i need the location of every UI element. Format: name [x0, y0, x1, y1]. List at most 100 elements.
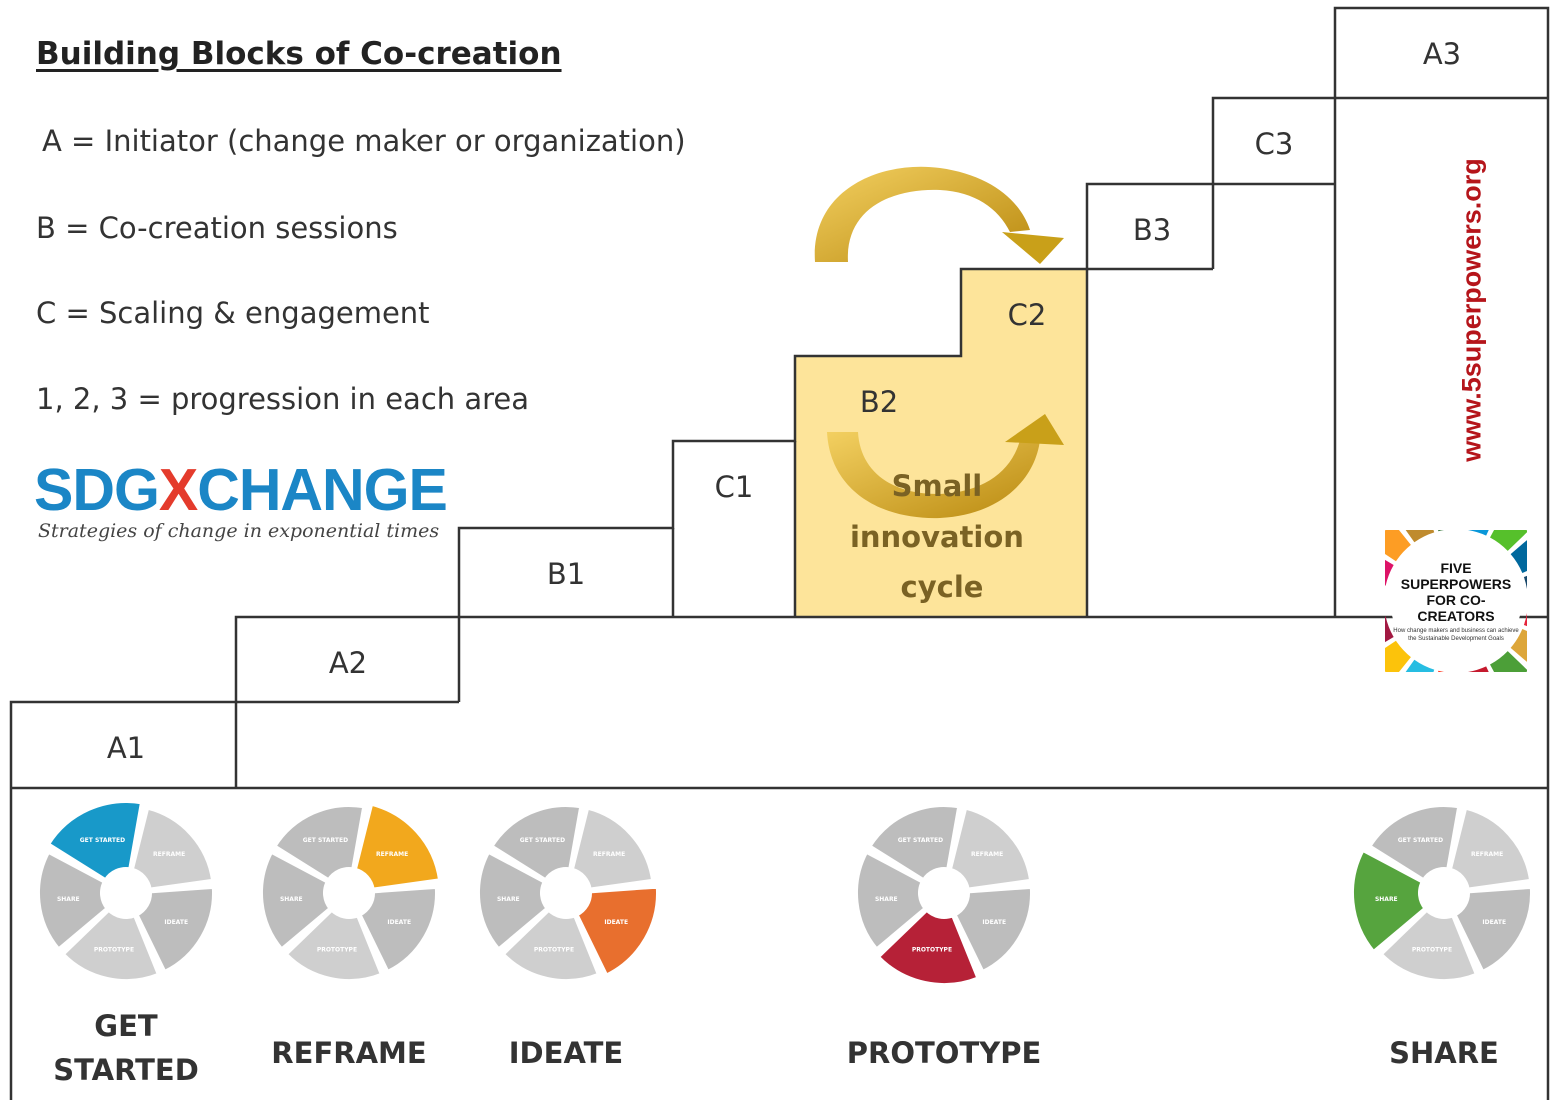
- brand-part1: SDG: [34, 457, 160, 523]
- book-title: FIVE SUPERPOWERS FOR CO-CREATORS: [1400, 560, 1512, 624]
- website-url: www.5superpowers.org: [1456, 158, 1487, 462]
- wheel-segment-label: PROTOTYPE: [534, 947, 574, 954]
- wheel-segment: [259, 848, 334, 953]
- wheel-segment-label: GET STARTED: [303, 837, 348, 844]
- wheel-segment-active: [1350, 847, 1429, 955]
- phase-label-ideate: IDEATE: [508, 1036, 624, 1070]
- phase-wheel: GET STARTED REFRAME IDEATE PROTOTYPE SHARE: [476, 803, 660, 983]
- wheel-segment: [356, 884, 439, 975]
- legend-b: B = Co-creation sessions: [36, 211, 398, 245]
- wheel-segment-label: GET STARTED: [898, 837, 943, 844]
- book-ring-segment: [1467, 530, 1489, 536]
- book-cover: [1356, 530, 1527, 672]
- wheel-segment-label: PROTOTYPE: [317, 947, 357, 954]
- book-cover-text: FIVE SUPERPOWERS FOR CO-CREATORS How cha…: [1393, 560, 1519, 643]
- book-ring-segment: [1405, 659, 1435, 672]
- legend-c: C = Scaling & engagement: [36, 296, 430, 330]
- wheel-segment-label: IDEATE: [604, 919, 628, 926]
- step-label-a1: A1: [107, 731, 145, 765]
- wheel-segment: [271, 803, 367, 884]
- wheel-segment-label: IDEATE: [982, 919, 1006, 926]
- phase-label-share: SHARE: [1389, 1036, 1499, 1070]
- book-subtitle: How change makers and business can achie…: [1393, 628, 1519, 642]
- wheel-segment-label: SHARE: [1375, 896, 1398, 903]
- wheel-segment-label: IDEATE: [1482, 919, 1506, 926]
- wheel-segment-label: GET STARTED: [520, 837, 565, 844]
- wheel-segment-label: REFRAME: [1471, 851, 1503, 858]
- wheel-segment-label: PROTOTYPE: [912, 947, 952, 954]
- brand-part2: CHANGE: [197, 457, 448, 523]
- phase-label-prototype: PROTOTYPE: [846, 1036, 1042, 1070]
- wheel-segment-label: GET STARTED: [1398, 837, 1443, 844]
- book-ring-segment: [1438, 670, 1445, 672]
- wheel-segment-label: PROTOTYPE: [1412, 947, 1452, 954]
- wheel-segment: [488, 803, 584, 884]
- wheel-segment: [499, 906, 602, 983]
- step-label-b3: B3: [1133, 213, 1171, 247]
- book-ring-segment: [1356, 586, 1385, 617]
- book-ring-segment: [1438, 530, 1445, 532]
- legend-progression: 1, 2, 3 = progression in each area: [36, 382, 530, 416]
- phase-wheels: GET STARTEDREFRAMEIDEATEPROTOTYPESHAREGE…: [36, 799, 1534, 987]
- wheel-segment: [129, 805, 216, 892]
- wheel-segment: [476, 848, 551, 953]
- cycle-arrow-top: [814, 166, 1064, 264]
- phase-label-get-started: GET STARTED: [53, 1009, 199, 1087]
- wheel-segment-label: SHARE: [497, 896, 520, 903]
- wheel-segment: [854, 848, 929, 953]
- wheel-segment-label: SHARE: [875, 896, 898, 903]
- wheel-segment-label: PROTOTYPE: [94, 947, 134, 954]
- step-label-a3: A3: [1423, 37, 1461, 71]
- wheel-segment: [947, 805, 1034, 892]
- book-ring-segment: [1490, 651, 1527, 672]
- phase-label-reframe: REFRAME: [271, 1036, 427, 1070]
- book-center: [1390, 541, 1522, 661]
- wheel-segment: [1377, 906, 1480, 983]
- wheel-segment-label: SHARE: [57, 896, 80, 903]
- wheel-segment-active: [352, 801, 443, 892]
- legend-a: A = Initiator (change maker or organizat…: [42, 124, 686, 158]
- book-ring-segment: [1490, 530, 1527, 551]
- innovation-highlight: [795, 269, 1087, 616]
- book-ring-segment: [1385, 530, 1411, 562]
- book-ring-segment: [1510, 629, 1527, 662]
- wheel-segment: [1451, 884, 1534, 975]
- step-label-a2: A2: [329, 646, 367, 680]
- book-ring-segment: [1467, 666, 1489, 672]
- wheel-segment: [569, 805, 656, 892]
- wheel-segment-active: [874, 906, 982, 987]
- wheel-segment-label: REFRAME: [971, 851, 1003, 858]
- wheel-segment-label: IDEATE: [387, 919, 411, 926]
- book-ring-segment: [1385, 640, 1411, 672]
- book-ring-segment: [1523, 575, 1527, 590]
- sdgxchange-logo: SDGXCHANGE Strategies of change in expon…: [34, 457, 448, 542]
- wheel-segment: [36, 848, 111, 953]
- cycle-arrow-bottom: [827, 414, 1064, 519]
- wheel-segment-label: SHARE: [280, 896, 303, 903]
- diagram-title: Building Blocks of Co-creation: [36, 36, 562, 72]
- wheel-segment: [282, 906, 385, 983]
- step-label-b2: B2: [860, 385, 898, 419]
- step-label-c1: C1: [715, 470, 754, 504]
- book-ring-segment: [1523, 612, 1527, 627]
- wheel-segment: [866, 803, 962, 884]
- book-ring-segment: [1385, 559, 1394, 586]
- phase-wheel: GET STARTED REFRAME IDEATE PROTOTYPE SHARE: [1350, 803, 1534, 983]
- wheel-segment: [951, 884, 1034, 975]
- wheel-segment: [1366, 803, 1462, 884]
- wheel-segment: [1447, 805, 1534, 892]
- wheel-segment-label: REFRAME: [153, 851, 185, 858]
- wheel-segment-label: REFRAME: [593, 851, 625, 858]
- wheel-segment: [59, 906, 162, 983]
- step-label-c3: C3: [1255, 127, 1294, 161]
- phase-wheel: GET STARTED REFRAME IDEATE PROTOTYPE SHARE: [854, 803, 1034, 987]
- step-label-b1: B1: [547, 557, 585, 591]
- wheel-segment-active: [573, 884, 660, 979]
- wheel-segment: [133, 884, 216, 975]
- book-ring-segment: [1510, 540, 1527, 573]
- staircase-outline: [9, 6, 1550, 1100]
- step-label-c2: C2: [1008, 298, 1047, 332]
